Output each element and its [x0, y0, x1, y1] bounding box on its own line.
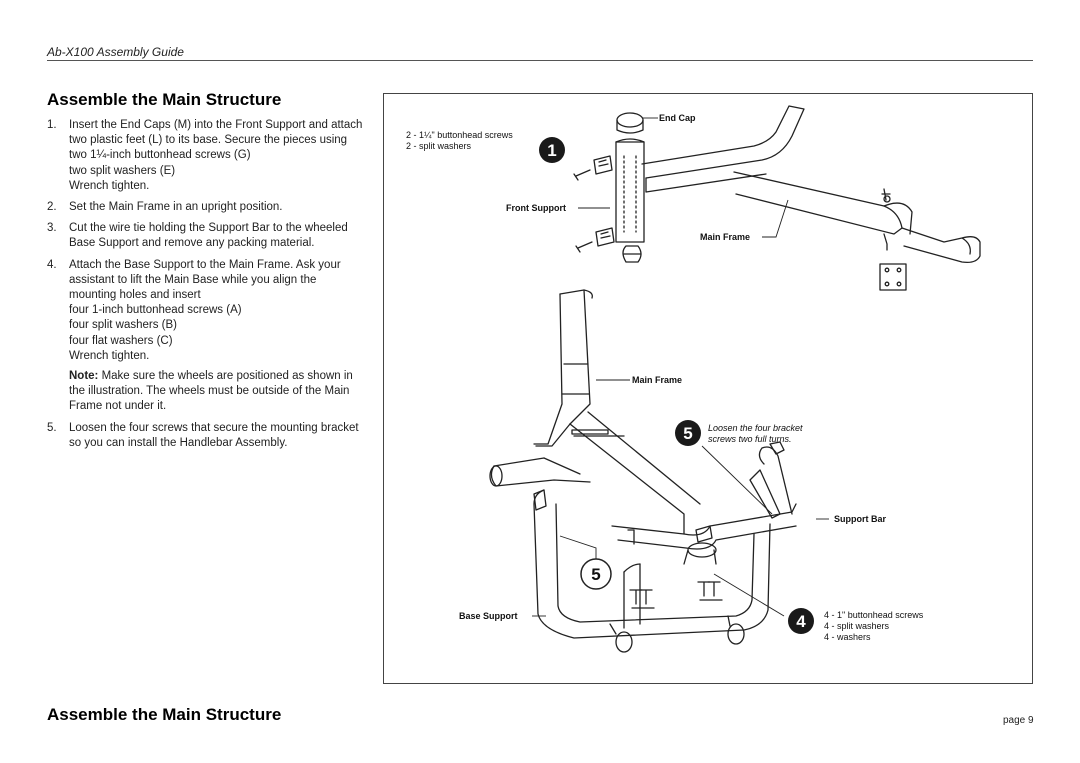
step-text: four 1-inch buttonhead screws (A) — [69, 304, 242, 317]
step-text: Insert the End Caps (M) into the Front S… — [69, 119, 363, 147]
end-cap-label: End Cap — [659, 113, 696, 123]
step-4: 4. Attach the Base Support to the Main F… — [47, 258, 365, 415]
front-support-label: Front Support — [506, 203, 566, 213]
step-text: four split washers (B) — [69, 319, 178, 332]
step-3: 3. Cut the wire tie holding the Support … — [47, 221, 365, 251]
note-text: Make sure the wheels are positioned as s… — [69, 370, 353, 413]
note-label: Note: — [69, 370, 99, 383]
step-number: 2. — [47, 201, 57, 214]
main-frame-upright-drawing — [533, 289, 701, 535]
assembly-drawing: 1 5 5 4 2 - 1¼" buttonhead screws 2 - sp… — [406, 105, 981, 653]
callout-4-line3: 4 - washers — [824, 632, 871, 642]
step-number: 5. — [47, 421, 57, 434]
step-5: 5. Loosen the four screws that secure th… — [47, 421, 365, 451]
step-note: Note: Make sure the wheels are positione… — [69, 369, 365, 415]
cross-bar-drawing — [489, 457, 591, 487]
step-text: Attach the Base Support to the Main Fram… — [69, 258, 341, 302]
step-1: 1. Insert the End Caps (M) into the Fron… — [47, 118, 365, 194]
step-number: 4. — [47, 258, 57, 271]
support-bar-label: Support Bar — [834, 514, 886, 524]
main-frame-label-top: Main Frame — [700, 232, 750, 242]
section-heading: Assemble the Main Structure — [47, 90, 282, 109]
step-text: Set the Main Frame in an upright positio… — [69, 201, 283, 214]
header-rule — [47, 60, 1033, 61]
assembly-illustration: 1 5 5 4 2 - 1¼" buttonhead screws 2 - sp… — [383, 93, 1033, 684]
step-number: 1. — [47, 119, 57, 131]
support-bar-drawing — [611, 441, 797, 550]
footer-heading: Assemble the Main Structure — [47, 705, 282, 724]
guide-title: Ab-X100 Assembly Guide — [47, 45, 184, 59]
step-text: two 1¼-inch buttonhead screws (G) — [69, 149, 251, 162]
main-frame-label-mid: Main Frame — [632, 375, 682, 385]
step-5-badge-bottom — [580, 558, 612, 590]
callout-4-line1: 4 - 1" buttonhead screws — [824, 610, 924, 620]
wheels-drawing — [609, 615, 745, 653]
main-frame-top-drawing — [641, 105, 981, 291]
step-1-badge — [539, 137, 565, 163]
callout-1-line1: 2 - 1¼" buttonhead screws — [406, 130, 513, 140]
badge-5-top-label: 5 — [683, 424, 692, 443]
step-text: Cut the wire tie holding the Support Bar… — [69, 222, 348, 250]
step-text: Wrench tighten. — [69, 349, 150, 362]
badge-5-bottom-label: 5 — [591, 565, 600, 584]
step-text: Wrench tighten. — [69, 179, 150, 192]
step-text: two split washers (E) — [69, 164, 176, 177]
step-2: 2. Set the Main Frame in an upright posi… — [47, 200, 365, 215]
step-text: four flat washers (C) — [69, 334, 173, 347]
callout-4-line2: 4 - split washers — [824, 621, 890, 631]
page-number: page 9 — [1003, 715, 1034, 726]
step-5-badge-top — [675, 420, 701, 446]
badge-1-label: 1 — [547, 141, 556, 160]
instruction-steps: 1. Insert the End Caps (M) into the Fron… — [47, 118, 365, 457]
base-support-label: Base Support — [459, 611, 518, 621]
step-text: Loosen the four screws that secure the m… — [69, 421, 359, 449]
loosen-note-line1: Loosen the four bracket — [708, 423, 803, 433]
callout-1-line2: 2 - split washers — [406, 141, 472, 151]
badge-4-label: 4 — [796, 612, 806, 631]
front-support-drawing — [573, 112, 645, 263]
step-4-badge — [788, 608, 814, 634]
bolts-drawing — [629, 581, 723, 609]
step-number: 3. — [47, 222, 57, 235]
base-support-drawing — [533, 489, 771, 639]
loosen-note-line2: screws two full turns. — [708, 434, 792, 444]
